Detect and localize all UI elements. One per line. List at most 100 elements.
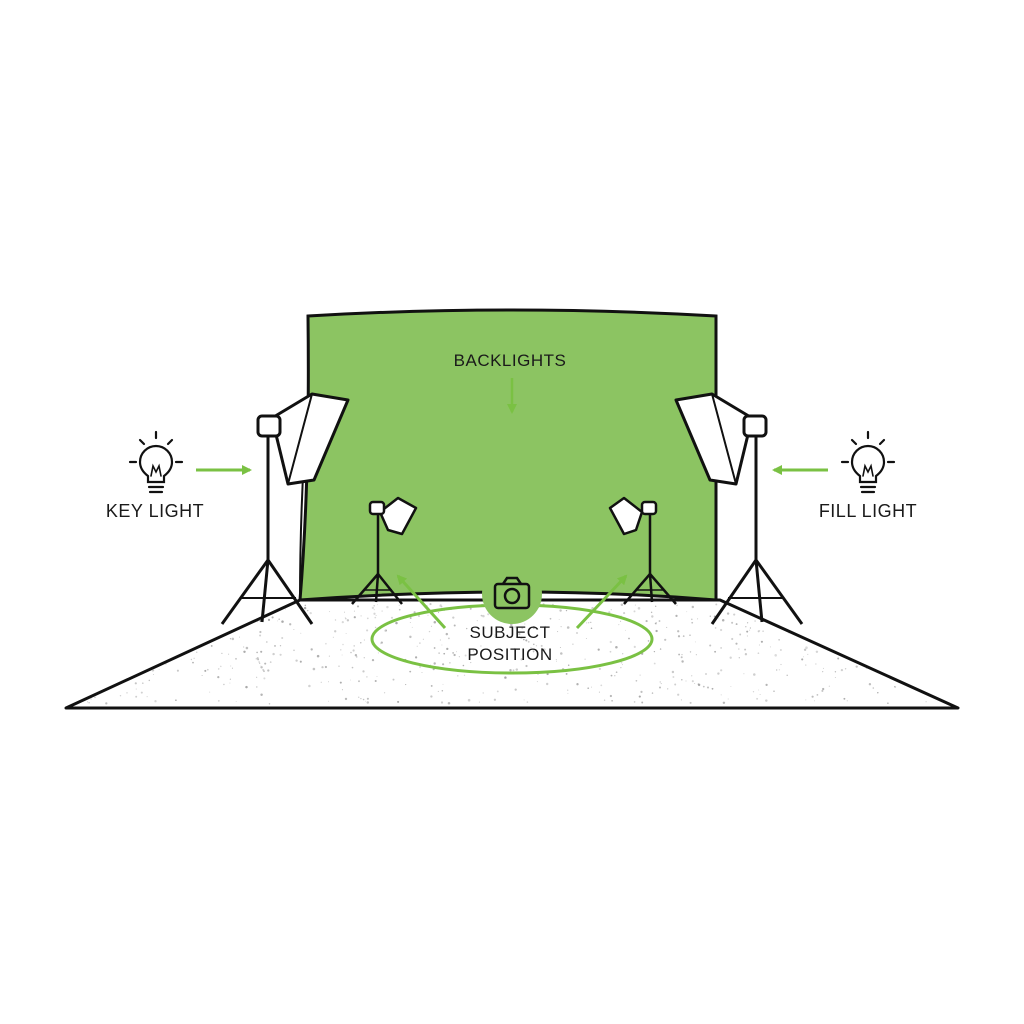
floor-speckle: [312, 667, 316, 671]
floor-speckle: [472, 650, 475, 652]
floor-speckle: [609, 694, 613, 698]
floor-speckle: [363, 639, 366, 641]
floor-speckle: [223, 683, 225, 686]
floor-speckle: [585, 622, 588, 624]
floor-speckle: [433, 621, 437, 624]
floor-speckle: [285, 608, 287, 610]
floor-speckle: [615, 671, 618, 674]
floor-speckle: [274, 644, 276, 647]
floor-speckle: [380, 643, 381, 645]
floor-speckle: [525, 639, 528, 642]
floor-speckle: [419, 666, 421, 668]
floor-speckle: [822, 667, 824, 669]
floor-speckle: [235, 700, 237, 703]
floor-speckle: [392, 678, 395, 681]
floor-speckle: [585, 638, 587, 639]
floor-speckle: [512, 669, 515, 672]
lightbulb-icon: [128, 430, 184, 494]
floor-speckle: [439, 605, 441, 607]
floor-speckle: [373, 612, 376, 615]
floor-speckle: [437, 690, 439, 692]
floor-speckle: [778, 639, 780, 641]
floor-speckle: [565, 609, 568, 612]
floor-speckle: [887, 702, 889, 705]
floor-speckle: [765, 699, 768, 702]
floor-speckle: [674, 683, 677, 686]
floor-speckle: [289, 623, 292, 626]
floor-speckle: [278, 618, 281, 621]
floor-speckle: [229, 678, 231, 680]
floor-speckle: [447, 637, 450, 640]
floor-speckle: [584, 658, 586, 660]
floor-speckle: [88, 702, 90, 704]
floor-speckle: [714, 627, 717, 629]
floor-speckle: [691, 621, 694, 624]
floor-speckle: [340, 649, 342, 651]
floor-speckle: [801, 658, 804, 661]
floor-speckle: [620, 620, 622, 622]
floor-speckle: [718, 618, 720, 620]
floor-speckle: [786, 674, 788, 677]
floor-speckle: [774, 654, 777, 657]
floor-speckle: [672, 676, 675, 678]
floor-speckle: [744, 653, 748, 656]
floor-speckle: [295, 659, 298, 662]
floor-speckle: [521, 627, 524, 630]
floor-speckle: [267, 669, 270, 672]
floor-speckle: [558, 619, 560, 620]
floor-speckle: [837, 657, 840, 660]
floor-speckle: [148, 679, 151, 682]
floor-speckle: [428, 630, 431, 633]
floor-speckle: [196, 651, 198, 653]
floor-speckle: [803, 656, 805, 658]
floor-speckle: [263, 670, 265, 673]
floor-speckle: [760, 640, 763, 643]
floor-speckle: [383, 692, 386, 694]
floor-speckle: [452, 652, 454, 654]
floor-speckle: [780, 663, 782, 666]
floor-speckle: [257, 621, 259, 623]
floor-speckle: [719, 628, 723, 632]
floor-speckle: [442, 683, 444, 685]
floor-speckle: [134, 682, 137, 685]
floor-speckle: [588, 622, 590, 624]
floor-speckle: [500, 628, 502, 630]
floor-speckle: [256, 651, 258, 654]
floor-speckle: [681, 653, 683, 656]
floor-speckle: [681, 678, 683, 681]
floor-speckle: [271, 616, 274, 619]
floor-speckle: [653, 650, 656, 653]
floor-speckle: [622, 664, 623, 666]
floor-speckle: [689, 634, 691, 637]
floor-speckle: [346, 619, 350, 622]
floor-speckle: [265, 641, 268, 643]
floor-speckle: [260, 693, 263, 697]
floor-speckle: [413, 611, 416, 614]
floor-speckle: [532, 626, 535, 628]
floor-speckle: [814, 700, 815, 702]
floor-speckle: [758, 644, 760, 646]
floor-speckle: [204, 669, 207, 672]
floor-speckle: [362, 698, 365, 701]
floor-speckle: [788, 632, 790, 634]
floor-speckle: [721, 618, 725, 622]
floor-speckle: [309, 611, 312, 615]
key-light-label: KEY LIGHT: [105, 501, 205, 521]
floor-speckle: [530, 647, 532, 649]
floor-speckle: [245, 646, 249, 650]
right-backlight-arrow: [575, 574, 628, 630]
floor-speckle: [637, 607, 641, 610]
floor-speckle: [324, 665, 327, 669]
floor-speckle: [453, 624, 456, 627]
floor-speckle: [374, 626, 377, 629]
floor-speckle: [834, 671, 837, 673]
floor-speckle: [328, 655, 330, 657]
floor-speckle: [557, 631, 559, 633]
floor-speckle: [374, 616, 377, 619]
floor-speckle: [229, 638, 232, 640]
floor-speckle: [680, 656, 683, 659]
floor-speckle: [567, 692, 569, 694]
floor-speckle: [744, 648, 747, 651]
floor-speckle: [757, 630, 760, 633]
